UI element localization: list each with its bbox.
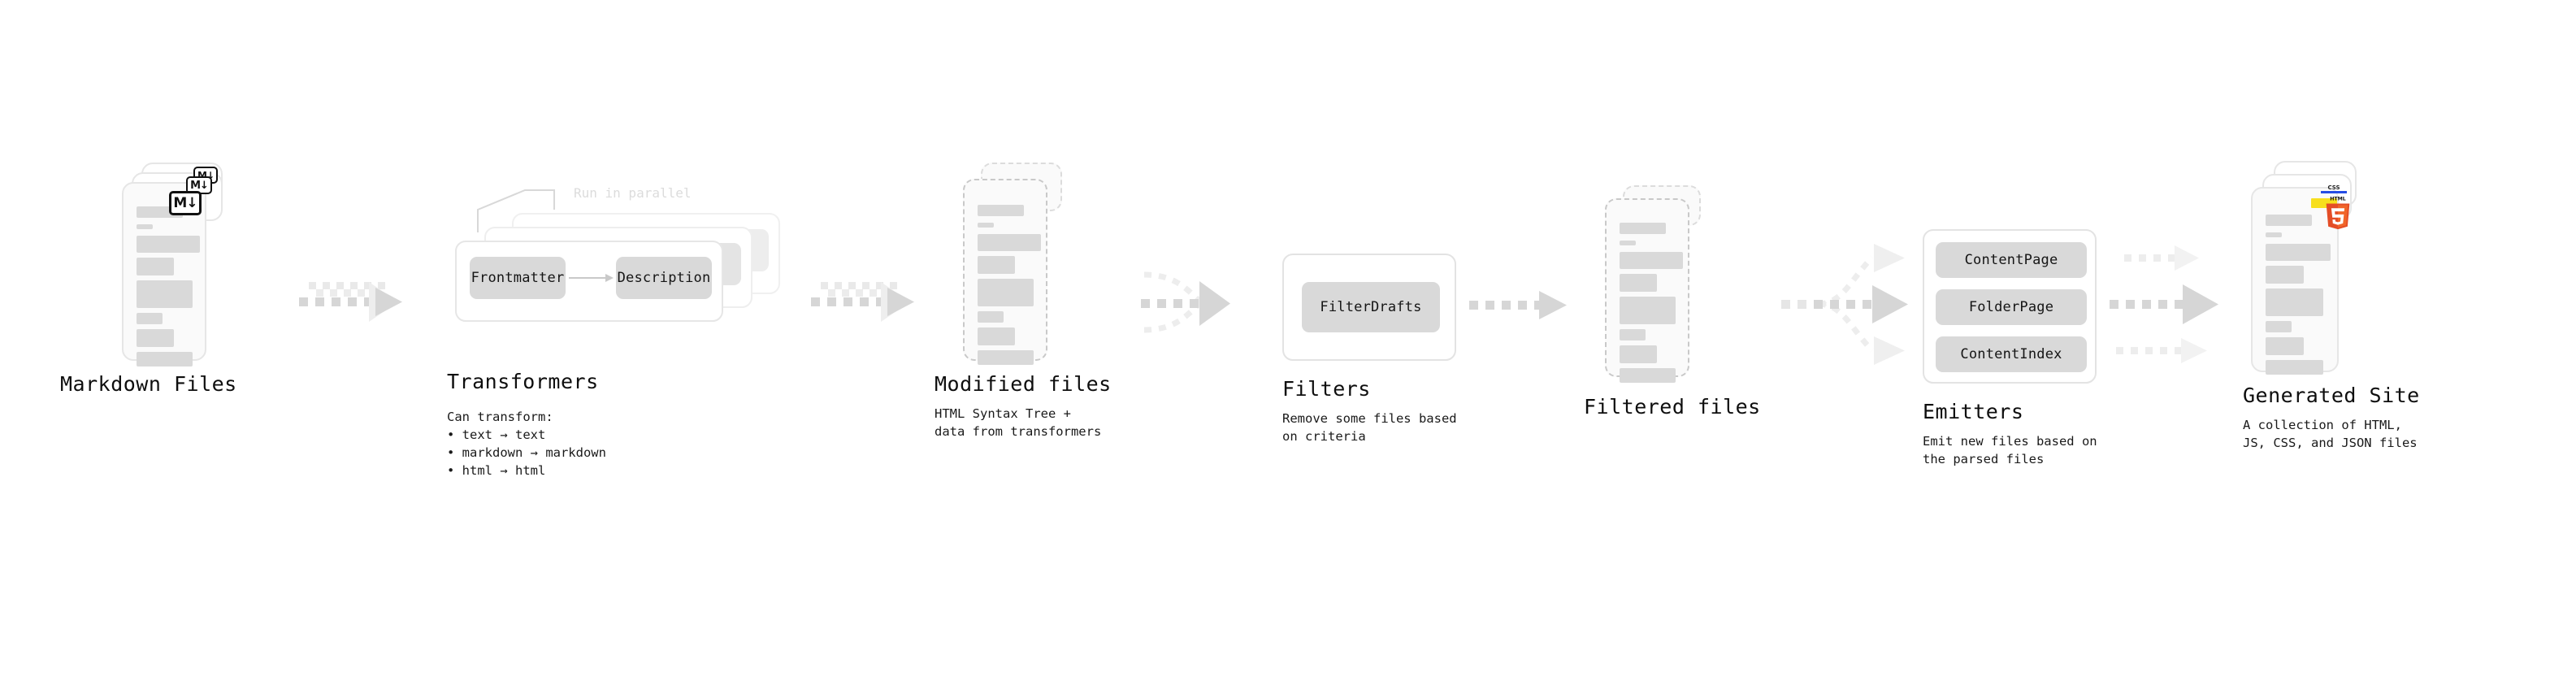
emitter-chip-folderpage[interactable]: FolderPage bbox=[1936, 289, 2087, 325]
css-badge-label: CSS bbox=[2327, 184, 2340, 191]
svg-text:HTML: HTML bbox=[2330, 197, 2346, 202]
skeleton-bar bbox=[137, 329, 174, 347]
filters-sub-0: Remove some files based bbox=[1282, 411, 1457, 426]
modified-card-front bbox=[963, 179, 1047, 365]
transformers-bullet-1: • markdown → markdown bbox=[447, 445, 606, 460]
filter-chip-filterdrafts[interactable]: FilterDrafts bbox=[1302, 282, 1440, 332]
skeleton-bar bbox=[1620, 241, 1636, 245]
arrow-markdown-to-transformers bbox=[299, 282, 402, 322]
transformers-bullet-0: • text → text bbox=[447, 427, 546, 442]
stage-title-transformers: Transformers bbox=[447, 370, 599, 393]
filtered-card-front bbox=[1605, 198, 1689, 383]
stage-title-filtered: Filtered files bbox=[1584, 395, 1761, 419]
skeleton-bar bbox=[2266, 360, 2323, 375]
skeleton-bar bbox=[978, 234, 1041, 251]
skeleton-bar bbox=[137, 280, 193, 308]
skeleton-bar bbox=[1620, 345, 1657, 363]
skeleton-bar bbox=[137, 236, 200, 253]
transformer-card-front: Frontmatter Description bbox=[455, 241, 723, 322]
arrow-filters-to-filtered bbox=[1469, 291, 1567, 319]
skeleton-bar bbox=[1620, 223, 1666, 234]
emitter-chip-contentindex[interactable]: ContentIndex bbox=[1936, 336, 2087, 372]
skeleton-bar bbox=[1620, 329, 1646, 340]
skeleton-bar bbox=[978, 327, 1015, 345]
stage-title-filters: Filters bbox=[1282, 377, 1371, 401]
skeleton-bar bbox=[2266, 266, 2304, 284]
modified-sub-1: data from transformers bbox=[935, 424, 1102, 439]
skeleton-bar bbox=[2266, 215, 2312, 226]
arrow-emitters-to-generated bbox=[2110, 245, 2218, 363]
modified-sub-0: HTML Syntax Tree + bbox=[935, 406, 1071, 421]
skeleton-bar bbox=[978, 350, 1034, 365]
skeleton-bar bbox=[137, 313, 163, 324]
arrow-filtered-to-emitters bbox=[1781, 244, 1908, 365]
skeleton-bar bbox=[978, 223, 994, 228]
skeleton-bar bbox=[2266, 337, 2304, 355]
skeleton-bar bbox=[1620, 274, 1657, 292]
skeleton-bar bbox=[2266, 288, 2323, 316]
stage-title-markdown: Markdown Files bbox=[60, 372, 237, 396]
transformer-arrow-front bbox=[569, 274, 614, 282]
stage-title-generated: Generated Site bbox=[2243, 384, 2420, 407]
emitters-sub-1: the parsed files bbox=[1923, 452, 2045, 466]
transformer-chip-frontmatter[interactable]: Frontmatter bbox=[470, 257, 566, 299]
filters-box: FilterDrafts bbox=[1282, 254, 1456, 361]
arrow-transformers-to-modified bbox=[811, 282, 914, 322]
transformers-sub-heading: Can transform: bbox=[447, 410, 553, 424]
css-badge-bar bbox=[2321, 191, 2347, 193]
skeleton-bar bbox=[137, 258, 174, 275]
skeleton-bar bbox=[978, 256, 1015, 274]
skeleton-bar bbox=[2266, 244, 2331, 261]
generated-card-front-html bbox=[2251, 187, 2339, 375]
stage-title-modified: Modified files bbox=[935, 372, 1112, 396]
arrow-modified-to-filters bbox=[1141, 271, 1230, 333]
skeleton-bar bbox=[1620, 297, 1676, 324]
generated-sub-1: JS, CSS, and JSON files bbox=[2243, 436, 2418, 450]
emitters-box: ContentPage FolderPage ContentIndex bbox=[1923, 229, 2097, 384]
parallel-bracket bbox=[477, 189, 555, 232]
skeleton-bar bbox=[137, 352, 193, 367]
skeleton-bar bbox=[1620, 252, 1683, 269]
skeleton-bar bbox=[978, 205, 1024, 216]
generated-sub-0: A collection of HTML, bbox=[2243, 418, 2402, 432]
skeleton-bar bbox=[978, 311, 1004, 323]
transformers-bullet-2: • html → html bbox=[447, 463, 546, 478]
emitter-chip-contentpage[interactable]: ContentPage bbox=[1936, 242, 2087, 278]
transformer-chip-description[interactable]: Description bbox=[616, 257, 712, 299]
css-badge: CSS bbox=[2321, 184, 2347, 193]
skeleton-bar bbox=[978, 279, 1034, 306]
markdown-badge-front: M↓ bbox=[169, 191, 202, 215]
skeleton-bar bbox=[2266, 232, 2282, 237]
run-in-parallel-note: Run in parallel bbox=[574, 185, 692, 201]
skeleton-bar bbox=[1620, 368, 1676, 383]
html5-badge: HTML bbox=[2326, 197, 2350, 230]
skeleton-bar bbox=[137, 224, 153, 229]
filters-sub-1: on criteria bbox=[1282, 429, 1366, 444]
stage-title-emitters: Emitters bbox=[1923, 400, 2024, 423]
emitters-sub-0: Emit new files based on bbox=[1923, 434, 2097, 449]
skeleton-bar bbox=[2266, 321, 2292, 332]
